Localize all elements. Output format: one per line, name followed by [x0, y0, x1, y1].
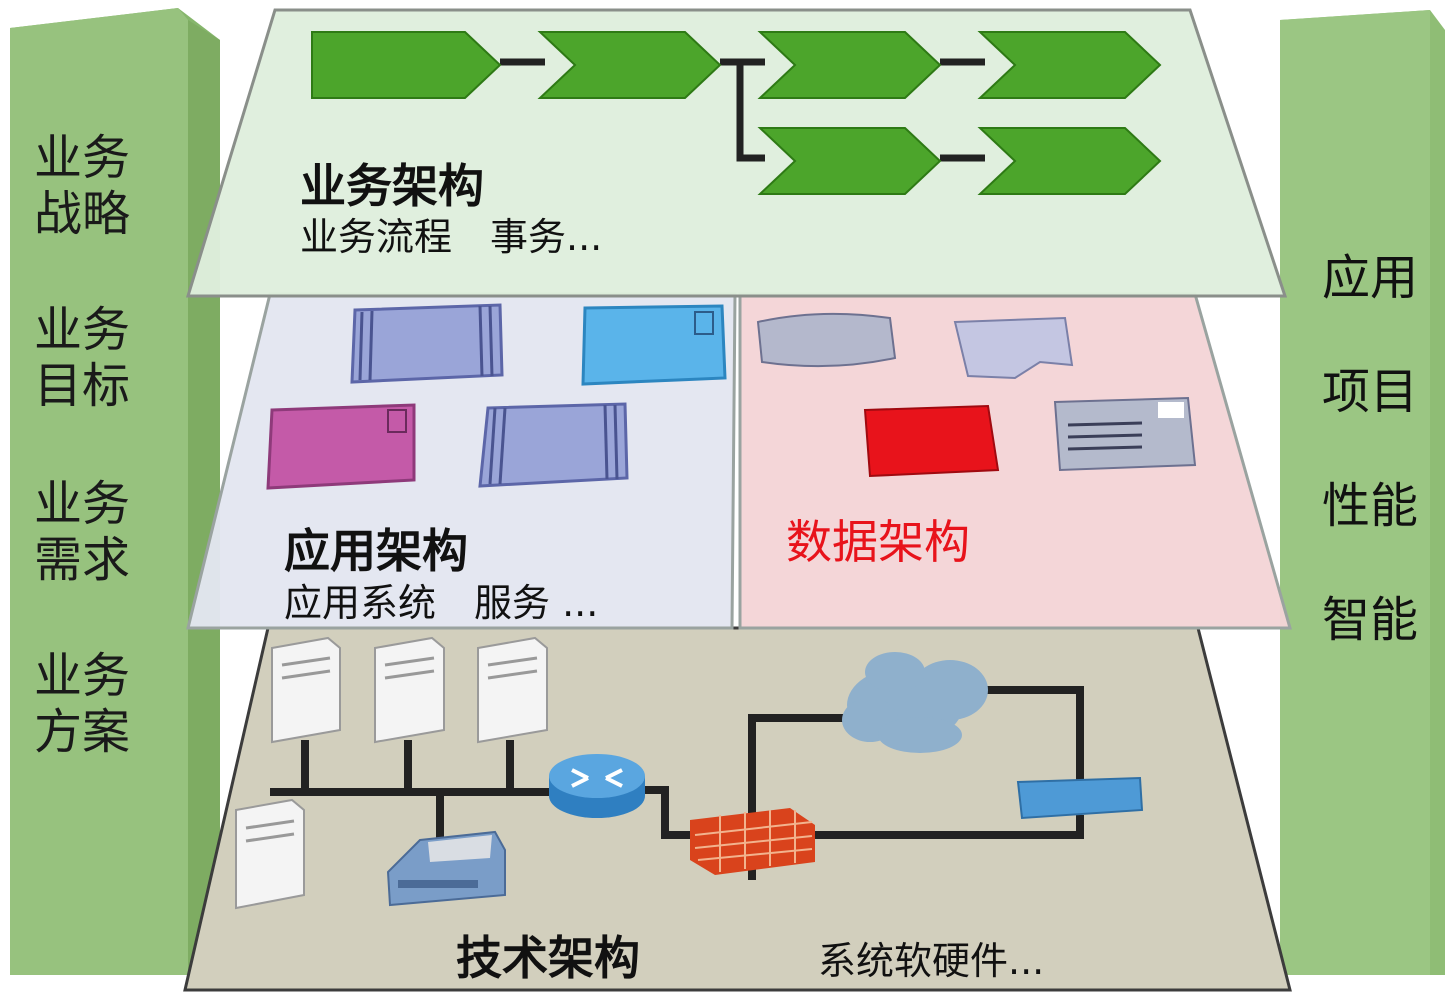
data-table-icon: [863, 404, 1000, 478]
left-pillar: [10, 8, 220, 975]
process-arrow-icon: [757, 127, 942, 195]
tech-network-lines: [270, 686, 1084, 880]
application-layer-title: 应用架构: [284, 524, 468, 578]
data-layer-title: 数据架构: [786, 515, 970, 569]
switch-icon: [1016, 776, 1144, 820]
database-icon: [756, 312, 897, 368]
right-pillar-item: 项目: [1322, 364, 1419, 420]
right-pillar-item: 智能: [1322, 592, 1419, 648]
cloud-icon: [842, 652, 988, 753]
right-pillar-item: 应用: [1322, 250, 1419, 306]
message-icon: [953, 316, 1074, 380]
router-icon: [549, 754, 645, 818]
server-icon: [374, 636, 445, 744]
left-pillar-line: 业务: [34, 476, 131, 532]
application-module-icon: [581, 304, 727, 386]
left-pillar-line: 目标: [34, 358, 131, 414]
document-icon: [1053, 396, 1197, 472]
technology-layer-title: 技术架构: [456, 931, 640, 985]
application-module-icon: [478, 402, 629, 488]
process-arrow-icon: [977, 31, 1162, 99]
process-arrow-icon: [757, 31, 942, 99]
left-pillar-line: 需求: [34, 532, 131, 588]
process-arrow-icon: [537, 31, 722, 99]
server-icon: [477, 636, 548, 744]
technology-layer-subtitle: 系统软硬件...: [818, 939, 1045, 983]
application-module-icon: [350, 303, 504, 384]
process-arrow-icon: [311, 31, 502, 99]
right-pillar-item: 性能: [1322, 478, 1419, 534]
left-pillar-line: 方案: [34, 704, 131, 760]
business-layer-subtitle: 业务流程 事务...: [300, 215, 603, 259]
right-pillar: [1280, 10, 1445, 975]
left-pillar-line: 业务: [34, 648, 131, 704]
left-pillar-text-3: 业务 需求: [34, 476, 130, 588]
application-layer-subtitle: 应用系统 服务 ...: [284, 581, 599, 625]
left-pillar-text: 业务 战略: [34, 130, 130, 242]
business-layer-title: 业务架构: [300, 159, 484, 213]
left-pillar-text-4: 业务 方案: [34, 648, 130, 760]
process-arrow-icon: [977, 127, 1162, 195]
left-pillar-line: 业务: [34, 302, 131, 358]
left-pillar-text-2: 业务 目标: [34, 302, 130, 414]
printer-icon: [386, 830, 506, 907]
server-icon: [271, 636, 341, 744]
application-module-icon: [266, 403, 416, 490]
left-pillar-line: 业务: [34, 130, 131, 186]
firewall-icon: [690, 808, 815, 875]
process-connectors: [500, 58, 985, 162]
server-icon: [235, 798, 305, 910]
left-pillar-line: 战略: [34, 186, 131, 242]
